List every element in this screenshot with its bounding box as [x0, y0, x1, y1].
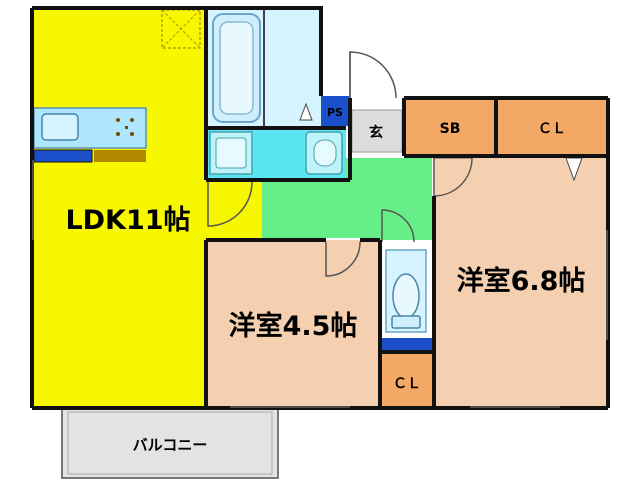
- western-small-label: 洋室4.5帖: [229, 310, 358, 342]
- sb-label: SB: [440, 121, 461, 137]
- shoe-box: SB: [404, 98, 496, 156]
- ceiling-vent: [161, 9, 201, 49]
- balcony: [61, 407, 279, 479]
- kitchen-counter: [33, 107, 147, 163]
- closet-top-label: ＣＬ: [538, 121, 566, 137]
- western-room-large: 洋室6.8帖: [433, 156, 608, 408]
- entrance-label: 玄: [369, 124, 383, 141]
- closet-top: ＣＬ: [496, 98, 608, 156]
- ldk-label: LDK11帖: [65, 205, 190, 236]
- closet-bottom-label: ＣＬ: [393, 376, 421, 392]
- ps-label: PS: [327, 106, 343, 119]
- washroom: [206, 128, 346, 180]
- closet-bottom: ＣＬ: [380, 352, 434, 408]
- entrance: 玄: [349, 51, 404, 156]
- western-large-label: 洋室6.8帖: [457, 265, 586, 297]
- bathroom: [206, 8, 321, 128]
- balcony-label: バルコニー: [133, 436, 208, 454]
- western-room-small: 洋室4.5帖: [206, 240, 380, 408]
- walls: [30, 6, 610, 410]
- toilet: [380, 209, 434, 352]
- hallway: [262, 158, 432, 240]
- windows: [32, 160, 608, 408]
- pipe-space: PS: [321, 96, 349, 126]
